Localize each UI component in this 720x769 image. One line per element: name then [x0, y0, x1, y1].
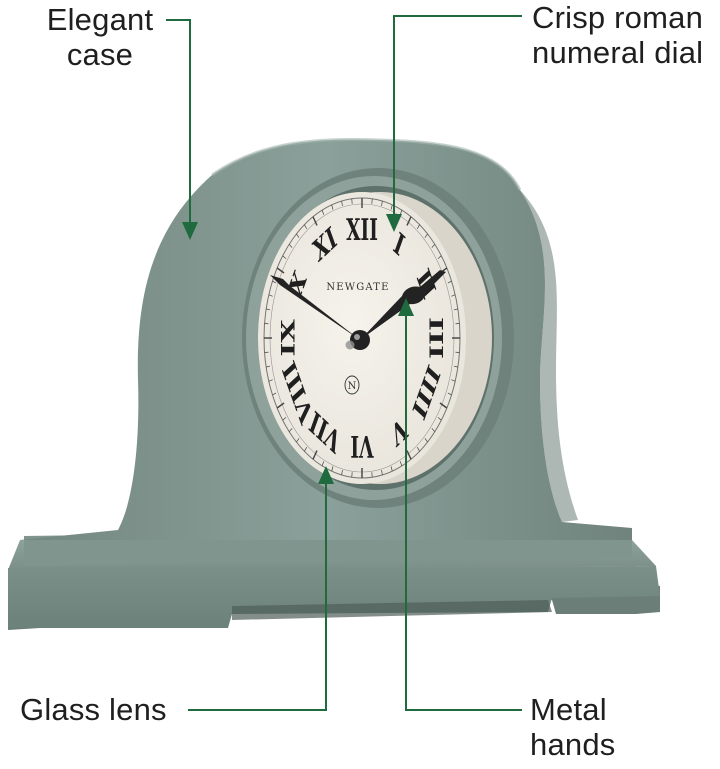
callout-metal-hands: Metal hands — [530, 692, 615, 762]
callout-roman-dial-line1: Crisp roman — [532, 0, 703, 35]
callout-roman-dial: Crisp roman numeral dial — [532, 0, 703, 70]
callout-roman-dial-line2: numeral dial — [532, 35, 703, 70]
glass-lens — [258, 192, 466, 484]
callout-metal-hands-line1: Metal — [530, 692, 615, 727]
callout-metal-hands-line2: hands — [530, 727, 615, 762]
callout-glass-lens-line1: Glass lens — [20, 692, 167, 727]
clock-base — [8, 528, 660, 630]
callout-elegant-case: Elegant case — [38, 2, 162, 72]
callout-elegant-case-line2: case — [38, 37, 162, 72]
callout-glass-lens: Glass lens — [20, 692, 167, 727]
callout-elegant-case-line1: Elegant — [38, 2, 162, 37]
